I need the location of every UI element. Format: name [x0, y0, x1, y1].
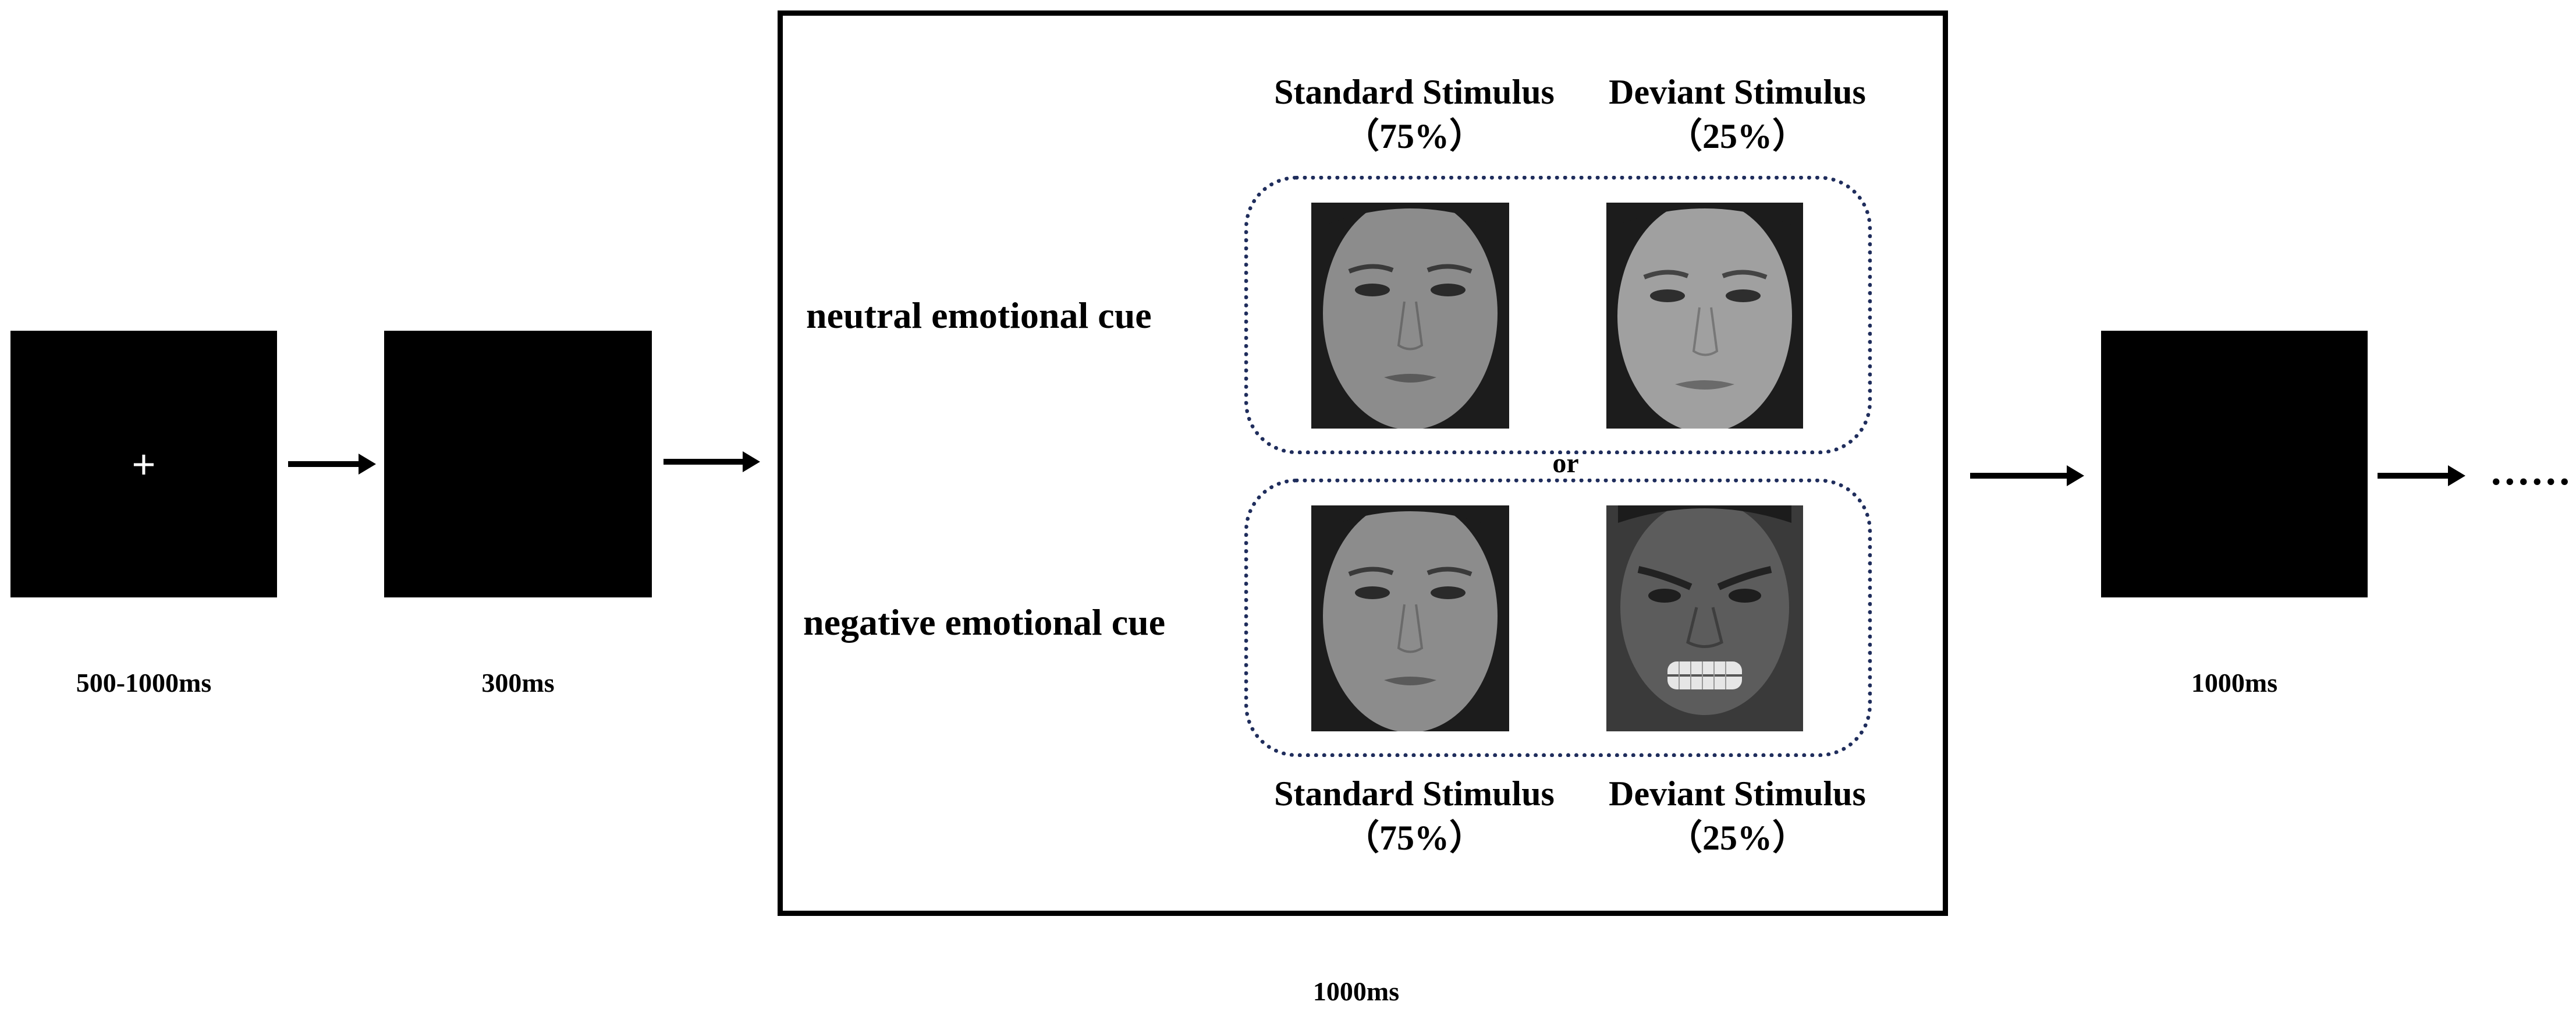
standard-header-bottom: Standard Stimulus （75%）	[1240, 772, 1589, 860]
deviant-title: Deviant Stimulus	[1609, 73, 1866, 111]
arrow-2	[663, 451, 760, 472]
neutral-standard-face	[1311, 203, 1509, 429]
fixation-cross: +	[132, 441, 156, 487]
negative-deviant-face	[1606, 505, 1803, 731]
blank-duration-label: 300ms	[481, 668, 555, 698]
deviant-percent: （25%）	[1667, 117, 1807, 155]
or-separator: or	[1552, 448, 1579, 479]
blank-screen	[384, 331, 652, 597]
neutral-face-icon	[1323, 203, 1498, 429]
neutral-cue-label: neutral emotional cue	[806, 295, 1152, 336]
deviant-percent: （25%）	[1667, 819, 1807, 857]
negative-stimulus-group	[1244, 479, 1872, 757]
arrow-3	[1970, 465, 2084, 486]
standard-header-top: Standard Stimulus （75%）	[1240, 70, 1589, 158]
standard-percent: （75%）	[1344, 819, 1484, 857]
neutral-face-icon	[1615, 203, 1794, 429]
post-duration-label: 1000ms	[2191, 668, 2278, 698]
deviant-title: Deviant Stimulus	[1609, 774, 1866, 813]
post-stimulus-screen	[2101, 331, 2368, 597]
fixation-screen: +	[10, 331, 277, 597]
neutral-stimulus-group	[1244, 176, 1872, 454]
standard-percent: （75%）	[1344, 117, 1484, 155]
arrow-1	[288, 454, 376, 475]
deviant-header-bottom: Deviant Stimulus （25%）	[1563, 772, 1912, 860]
arrow-4	[2378, 465, 2465, 486]
neutral-face-icon	[1323, 505, 1498, 731]
continuation-ellipsis: ......	[2491, 449, 2573, 494]
negative-cue-label: negative emotional cue	[803, 601, 1166, 643]
standard-title: Standard Stimulus	[1274, 774, 1555, 813]
stimulus-frame	[778, 10, 1948, 916]
deviant-header-top: Deviant Stimulus （25%）	[1563, 70, 1912, 158]
stimulus-duration-label: 1000ms	[1312, 976, 1400, 1006]
standard-title: Standard Stimulus	[1274, 73, 1555, 111]
neutral-deviant-face	[1606, 203, 1803, 429]
negative-standard-face	[1311, 505, 1509, 731]
fixation-duration-label: 500-1000ms	[76, 668, 212, 698]
angry-face-icon	[1606, 505, 1803, 731]
